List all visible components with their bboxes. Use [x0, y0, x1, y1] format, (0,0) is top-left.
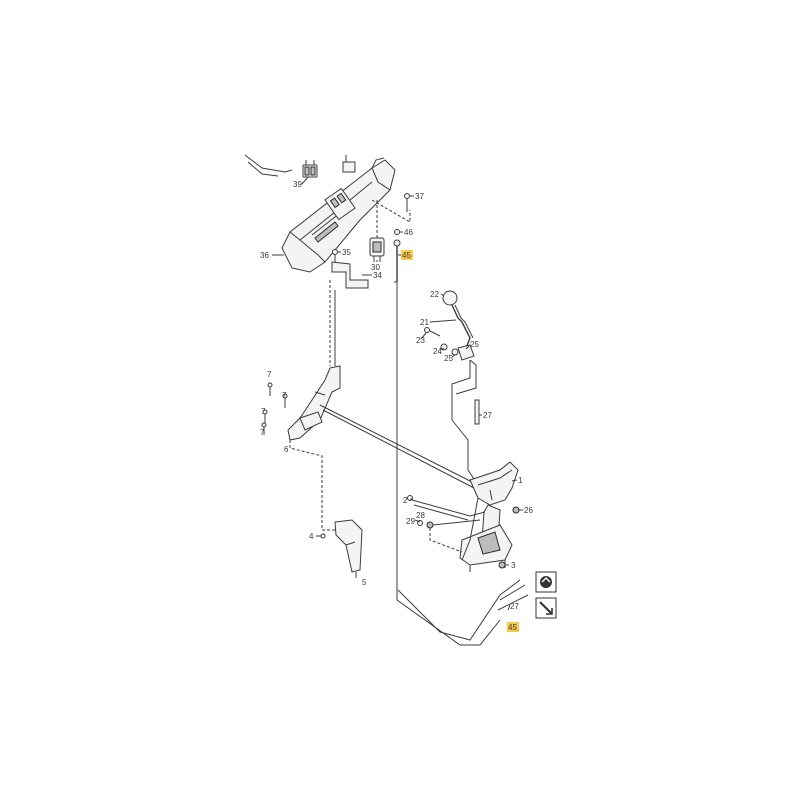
cable-45-part — [396, 282, 501, 646]
bolt-28-29-part — [417, 519, 481, 529]
callout-27: 27 — [510, 602, 519, 611]
callout-25: 25 — [470, 340, 479, 349]
callout-28: 28 — [416, 511, 425, 520]
callout-4: 4 — [309, 532, 314, 541]
dashboard-panel-part — [281, 157, 396, 273]
callout-21: 21 — [420, 318, 429, 327]
linkage-rod-part — [319, 404, 479, 486]
pedal-assembly-part — [459, 461, 519, 572]
cable-routing-icon — [535, 597, 557, 619]
cable-tie-icon — [535, 571, 557, 593]
left-bracket-part — [287, 365, 341, 441]
cable-end-part — [393, 229, 401, 282]
switch-part — [302, 160, 318, 178]
callout-35: 35 — [342, 248, 351, 257]
callout-29: 29 — [406, 517, 415, 526]
connector-part — [342, 155, 356, 173]
callout-34: 34 — [373, 271, 382, 280]
bolt-37-part — [404, 193, 410, 212]
switch-30-part — [369, 237, 385, 262]
callout-7: 7 — [282, 391, 287, 400]
nut-26-part — [512, 506, 520, 514]
bolt-35-part — [332, 249, 338, 262]
bracket-34-part — [331, 261, 369, 289]
callout-2: 2 — [403, 496, 408, 505]
callout-46: 46 — [404, 228, 413, 237]
callout-26: 26 — [524, 506, 533, 515]
callout-5: 5 — [362, 578, 367, 587]
wire-hook-part — [244, 154, 293, 177]
callout-37: 37 — [415, 192, 424, 201]
callout-7: 7 — [267, 370, 272, 379]
callout-45: 45 — [508, 623, 517, 632]
callout-27: 27 — [483, 411, 492, 420]
callout-39: 39 — [293, 180, 302, 189]
nut-3-part — [498, 561, 506, 569]
callout-labels: 39 37 46 45 36 35 34 30 22 21 23 24 25 2… — [260, 180, 533, 632]
callout-7: 7 — [261, 407, 266, 416]
callout-22: 22 — [430, 290, 439, 299]
callout-30: 30 — [371, 263, 380, 272]
callout-23: 23 — [416, 336, 425, 345]
callout-24: 24 — [433, 347, 442, 356]
callout-25: 25 — [444, 354, 453, 363]
callout-45: 45 — [402, 251, 411, 260]
lower-bracket-5-part — [320, 519, 363, 573]
callout-45-highlight — [507, 622, 519, 632]
leader-lines — [272, 176, 523, 611]
callout-45-highlight — [401, 250, 413, 260]
cable-27-part — [451, 360, 479, 486]
callout-7: 7 — [260, 428, 265, 437]
callout-6: 6 — [284, 445, 289, 454]
bolt-7-part — [261, 382, 288, 435]
callout-3: 3 — [511, 561, 516, 570]
callout-36: 36 — [260, 251, 269, 260]
callout-1: 1 — [518, 476, 523, 485]
